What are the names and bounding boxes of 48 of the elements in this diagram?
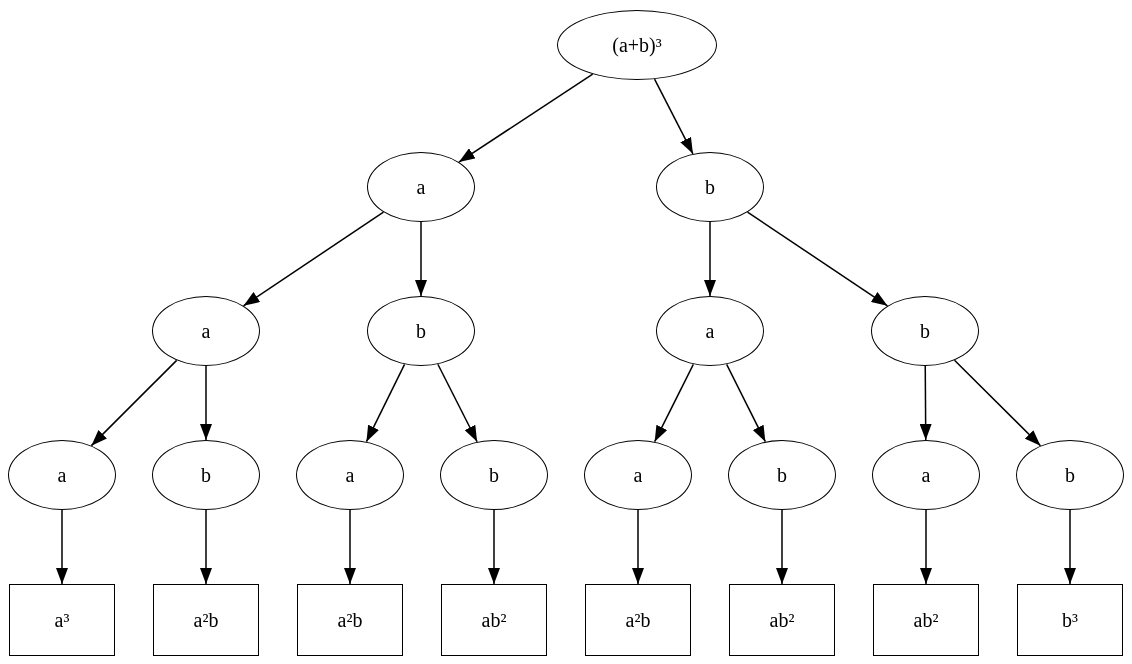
node-label: a	[921, 463, 931, 487]
arrow	[920, 509, 932, 585]
node-label: a	[201, 319, 211, 343]
node-label: a	[345, 463, 355, 487]
result-box	[441, 584, 547, 656]
node-label: b	[1065, 463, 1075, 487]
node-label: a³	[54, 608, 70, 632]
arrow	[415, 221, 427, 297]
node-label: a²b	[625, 608, 651, 632]
arrow	[200, 365, 212, 441]
arrow	[200, 509, 212, 585]
result-box	[1017, 584, 1123, 656]
node-label: a	[633, 463, 643, 487]
node-label: (a+b)³	[612, 33, 662, 57]
arrow	[90, 359, 178, 447]
node-label: a	[416, 175, 426, 199]
arrow	[1064, 509, 1076, 585]
result-box	[297, 584, 403, 656]
node-label: b	[920, 319, 930, 343]
arrow	[344, 509, 356, 585]
result-box	[873, 584, 979, 656]
node-label: b	[777, 463, 787, 487]
node-label: b	[705, 175, 715, 199]
node-label: a²b	[193, 608, 219, 632]
arrow	[776, 509, 788, 585]
node-label: ab²	[481, 608, 507, 632]
node-label: b³	[1062, 608, 1078, 632]
arrow	[458, 73, 594, 163]
result-box	[729, 584, 835, 656]
arrow	[632, 509, 644, 585]
node-label: b	[416, 319, 426, 343]
arrow	[704, 221, 716, 297]
node-label: b	[201, 463, 211, 487]
result-box	[9, 584, 115, 656]
node-label: a	[705, 319, 715, 343]
result-box	[585, 584, 691, 656]
arrow	[919, 365, 932, 441]
node-label: ab²	[913, 608, 939, 632]
node-label: a²b	[337, 608, 363, 632]
arrow	[953, 359, 1042, 447]
node-label: ab²	[769, 608, 795, 632]
arrow	[56, 509, 68, 585]
arrow	[746, 211, 889, 307]
node-label: a	[57, 463, 67, 487]
arrow	[488, 509, 500, 585]
result-box	[153, 584, 259, 656]
arrow	[242, 211, 385, 307]
node-label: b	[489, 463, 499, 487]
